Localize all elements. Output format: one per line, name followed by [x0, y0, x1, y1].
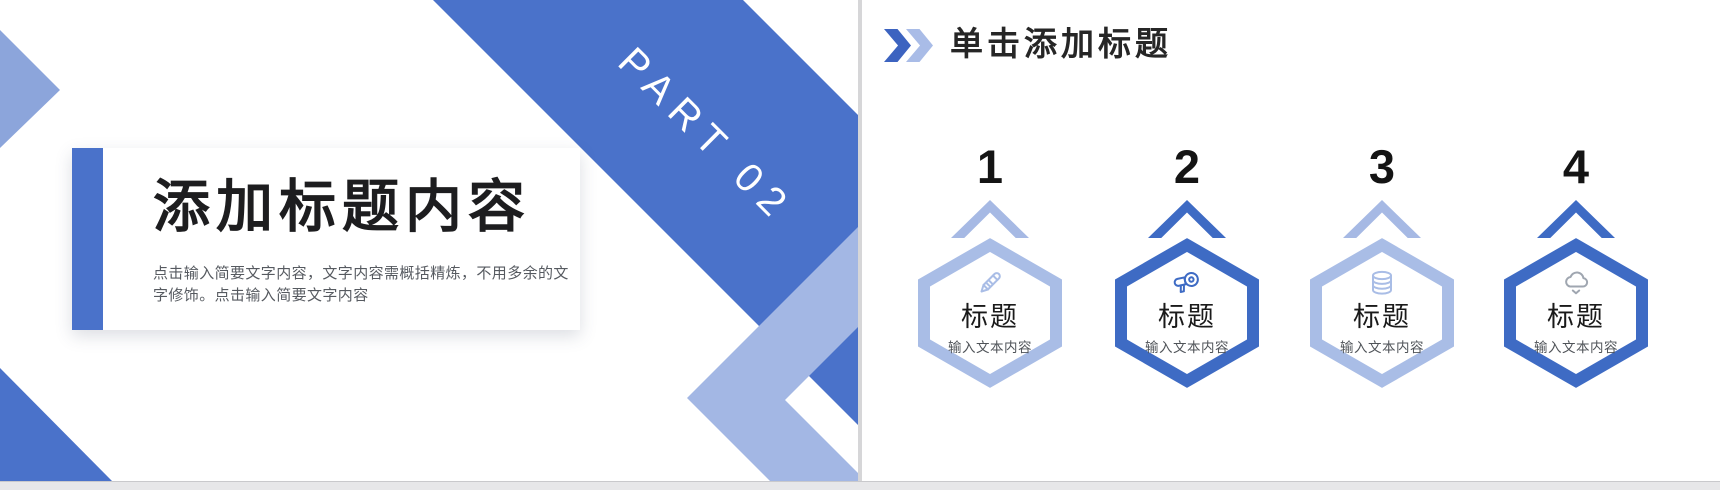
- step-subtitle[interactable]: 输入文本内容: [1340, 340, 1424, 355]
- step-subtitle[interactable]: 输入文本内容: [948, 340, 1032, 355]
- slide-content-diagram: 单击添加标题 1: [862, 0, 1720, 481]
- database-icon: [1365, 266, 1399, 300]
- diagonal-banner: [433, 0, 858, 425]
- process-step-4: 4 标题 输入文本内容: [1501, 142, 1651, 388]
- corner-triangle-top-left: [0, 30, 60, 148]
- step-number[interactable]: 1: [976, 140, 1004, 193]
- chevron-up-icon: [1148, 200, 1226, 238]
- chevron-left-shape: [687, 227, 858, 481]
- step-title[interactable]: 标题: [961, 302, 1019, 332]
- corner-triangle-bottom-left: [0, 368, 112, 481]
- cover-decoration: PART 02: [0, 0, 858, 481]
- cover-title[interactable]: 添加标题内容: [153, 175, 531, 239]
- step-hexagon[interactable]: 标题 输入文本内容: [1114, 238, 1260, 388]
- pencil-icon: [973, 266, 1007, 300]
- step-hexagon[interactable]: 标题 输入文本内容: [1309, 238, 1455, 388]
- step-hexagon[interactable]: 标题 输入文本内容: [1503, 238, 1649, 388]
- process-step-1: 1: [915, 142, 1065, 388]
- step-number[interactable]: 4: [1562, 140, 1590, 193]
- slide-section-cover: PART 02 添加标题内容 点击输入简要文字内容，文字内容需概括精炼，不用多余…: [0, 0, 858, 481]
- title-card-accent-bar: [72, 148, 103, 330]
- workspace-background-strip: [0, 481, 1720, 490]
- chevron-up-icon: [951, 200, 1029, 238]
- step-hexagon[interactable]: 标题 输入文本内容: [917, 238, 1063, 388]
- step-subtitle[interactable]: 输入文本内容: [1145, 340, 1229, 355]
- title-card: 添加标题内容 点击输入简要文字内容，文字内容需概括精炼，不用多余的文 字修饰。点…: [72, 148, 580, 330]
- process-step-3: 3: [1307, 142, 1457, 388]
- step-title[interactable]: 标题: [1353, 302, 1411, 332]
- step-number[interactable]: 3: [1368, 140, 1396, 193]
- step-number[interactable]: 2: [1173, 140, 1201, 193]
- chevron-right-icon: [884, 29, 911, 62]
- slide-header: 单击添加标题: [862, 0, 1720, 80]
- process-step-2: 2: [1112, 142, 1262, 388]
- slide-title[interactable]: 单击添加标题: [950, 25, 1172, 62]
- chevron-up-icon: [1537, 200, 1615, 238]
- chevron-up-icon: [1343, 200, 1421, 238]
- step-diagram: 1: [862, 142, 1720, 442]
- step-title[interactable]: 标题: [1547, 302, 1605, 332]
- cover-body-line2: 字修饰。点击输入简要文字内容: [153, 286, 369, 304]
- step-subtitle[interactable]: 输入文本内容: [1534, 340, 1618, 355]
- megaphone-icon: [1170, 266, 1204, 300]
- cloud-download-icon: [1559, 266, 1593, 300]
- step-title[interactable]: 标题: [1158, 302, 1216, 332]
- cover-body-line1: 点击输入简要文字内容，文字内容需概括精炼，不用多余的文: [153, 265, 569, 282]
- cover-body-text[interactable]: 点击输入简要文字内容，文字内容需概括精炼，不用多余的文 字修饰。点击输入简要文字…: [153, 263, 569, 306]
